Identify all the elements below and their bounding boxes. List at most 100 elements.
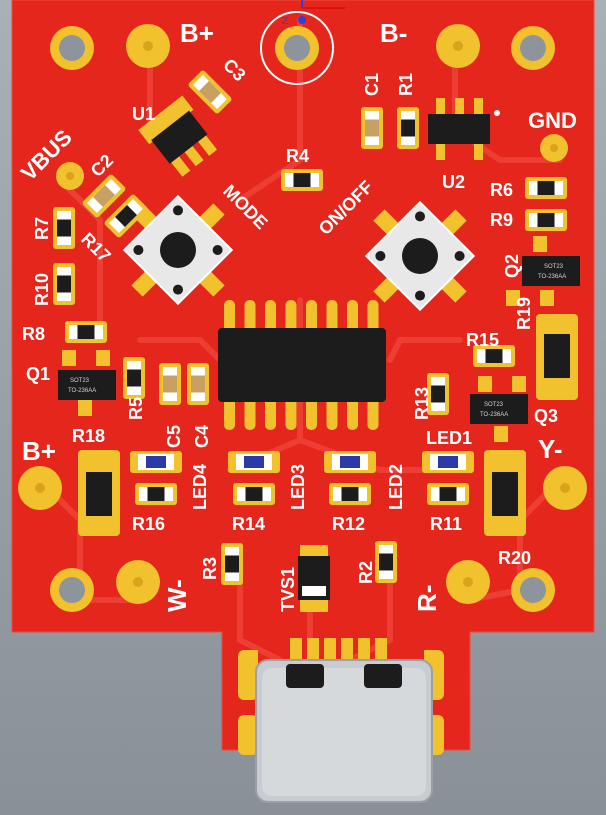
svg-text:Z: Z (282, 16, 288, 27)
label-r10: R10 (32, 273, 52, 306)
r3-smd (221, 543, 243, 585)
label-q3: Q3 (534, 406, 558, 426)
pad-gnd (540, 134, 568, 162)
label-q2: Q2 (502, 254, 522, 278)
u2-ic (428, 98, 500, 160)
label-rminus: R- (412, 585, 442, 612)
label-yminus: Y- (538, 434, 563, 464)
r20-large-resistor (484, 450, 526, 536)
mounting-hole-bottom-left (50, 568, 94, 612)
r4-smd (281, 169, 323, 191)
label-u2: U2 (442, 172, 465, 192)
mounting-hole-bottom-right (511, 568, 555, 612)
axis-gizmo: Z (282, 0, 345, 27)
usb-c-connector (238, 638, 444, 803)
r8-smd (65, 321, 107, 343)
label-c5: C5 (164, 425, 184, 448)
pad-bplus-left (18, 466, 62, 510)
pad-wminus (116, 560, 160, 604)
switch-onoff (364, 200, 476, 312)
q1-pkg-label: TO-236AA (68, 388, 96, 394)
label-led2: LED2 (386, 464, 406, 510)
label-r13: R13 (412, 387, 432, 420)
q2-transistor: SOT23 TO-236AA (506, 236, 580, 306)
label-r6: R6 (490, 180, 513, 200)
q3-sot-label: SOT23 (484, 402, 504, 408)
label-c1: C1 (362, 73, 382, 96)
mounting-hole-top-center (260, 11, 334, 85)
r2-smd (375, 541, 397, 583)
label-r19: R19 (514, 297, 534, 330)
led2-smd (324, 451, 376, 473)
q1-sot-label: SOT23 (70, 378, 90, 384)
label-r16: R16 (132, 514, 165, 534)
c1-smd (361, 107, 383, 149)
led1-smd (422, 451, 474, 473)
r6-smd (525, 177, 567, 199)
r5-smd (123, 357, 145, 399)
label-r2: R2 (356, 561, 376, 584)
label-r7: R7 (32, 217, 52, 240)
label-bplus-top: B+ (180, 18, 214, 48)
r19-large-resistor (536, 314, 578, 400)
r9-smd (525, 209, 567, 231)
label-r1: R1 (396, 73, 416, 96)
pad-bplus-top (126, 24, 170, 68)
q1-transistor: SOT23 TO-236AA (58, 350, 116, 416)
pad-bminus-top (436, 24, 480, 68)
r1-smd (397, 107, 419, 149)
label-r3: R3 (200, 557, 220, 580)
label-bplus-left: B+ (22, 436, 56, 466)
label-r4: R4 (286, 146, 309, 166)
q2-pkg-label: TO-236AA (538, 274, 566, 280)
label-r9: R9 (490, 210, 513, 230)
label-led3: LED3 (288, 464, 308, 510)
pad-yminus (543, 466, 587, 510)
r13-smd (427, 373, 449, 415)
c4-smd (187, 363, 209, 405)
r11-smd (427, 483, 469, 505)
r7-smd (53, 207, 75, 249)
q2-sot-label: SOT23 (544, 264, 564, 270)
pad-rminus (446, 560, 490, 604)
c5-smd (159, 363, 181, 405)
r10-smd (53, 263, 75, 305)
label-r18: R18 (72, 426, 105, 446)
pad-vbus (56, 162, 84, 190)
label-r11: R11 (430, 514, 462, 534)
label-r20: R20 (498, 548, 531, 568)
label-r12: R12 (332, 514, 365, 534)
led3-smd (228, 451, 280, 473)
u1-regulator (138, 95, 218, 177)
label-c4: C4 (192, 425, 212, 448)
label-wminus: W- (162, 579, 192, 612)
q3-pkg-label: TO-236AA (480, 412, 508, 418)
label-gnd: GND (528, 108, 577, 133)
label-r15: R15 (466, 330, 499, 350)
label-led4: LED4 (190, 464, 210, 510)
main-ic (218, 300, 386, 430)
q3-transistor: SOT23 TO-236AA (470, 376, 528, 442)
label-r14: R14 (232, 514, 265, 534)
label-r8: R8 (22, 324, 45, 344)
mounting-hole-top-right (511, 26, 555, 70)
r15-smd (473, 345, 515, 367)
r18-large-resistor (78, 450, 120, 536)
mounting-hole-top-left (50, 26, 94, 70)
label-tvs1: TVS1 (278, 567, 298, 612)
led4-smd (130, 451, 182, 473)
r16-smd (135, 483, 177, 505)
r17-smd (104, 194, 148, 238)
tvs1-diode (298, 545, 330, 612)
c3-smd (188, 70, 232, 114)
label-bminus-top: B- (380, 18, 407, 48)
c2-smd (82, 174, 126, 218)
label-r5: R5 (126, 397, 146, 420)
label-u1: U1 (132, 104, 155, 124)
r14-smd (233, 483, 275, 505)
label-q1: Q1 (26, 364, 50, 384)
label-led1: LED1 (426, 428, 472, 448)
r12-smd (329, 483, 371, 505)
